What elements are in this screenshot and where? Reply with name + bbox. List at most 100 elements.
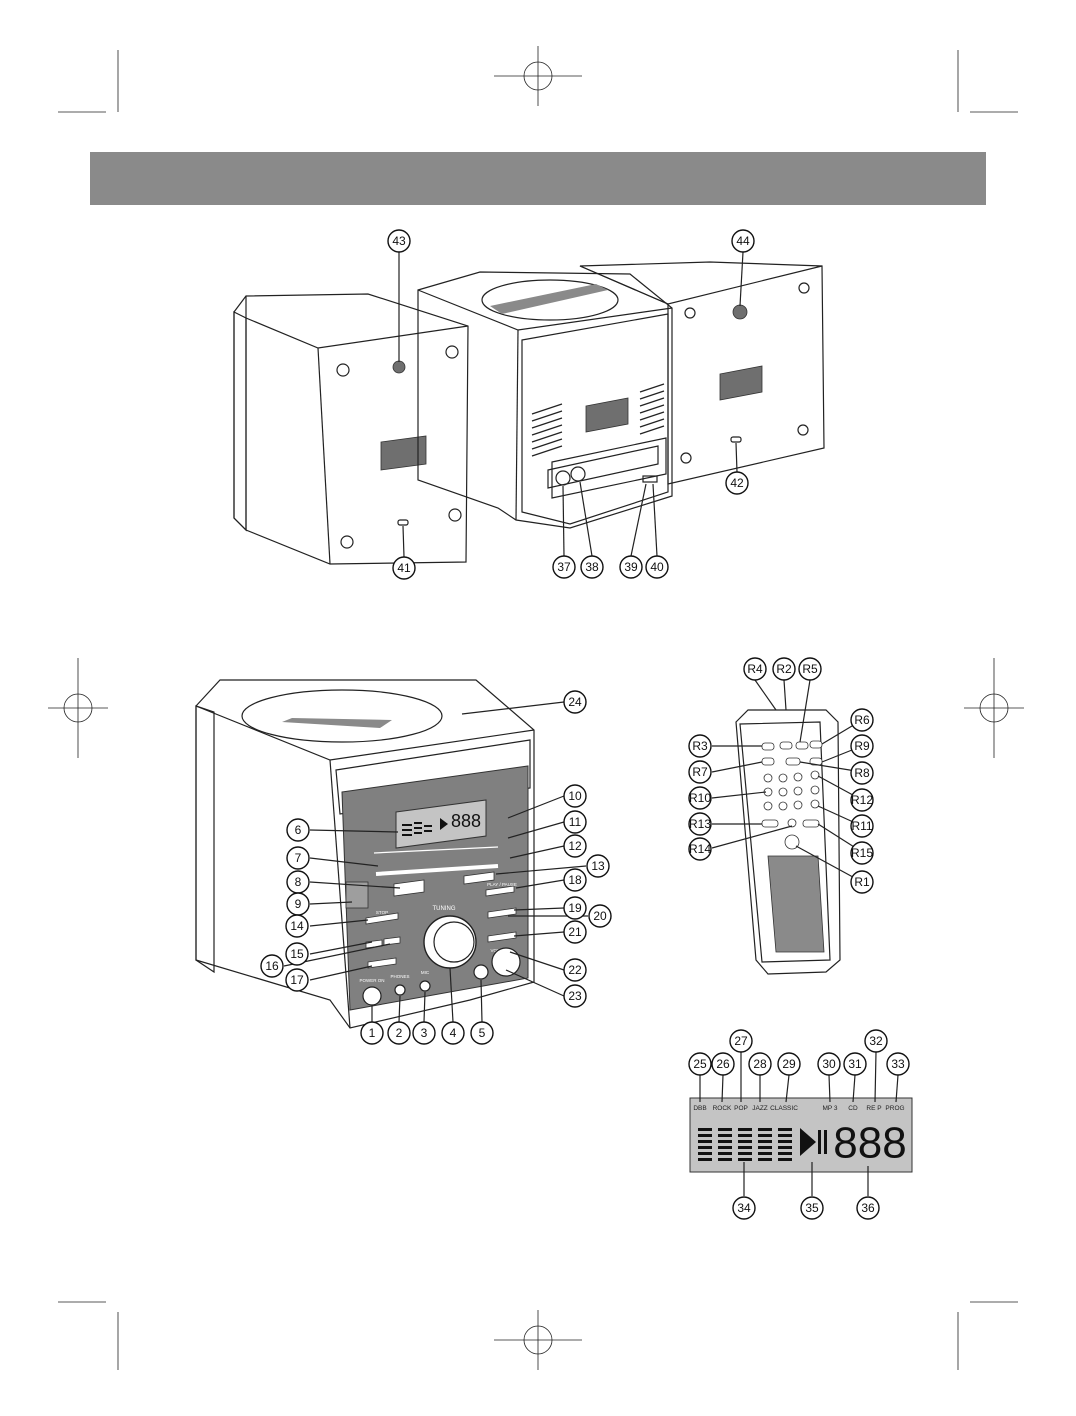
callout-25: 25 — [688, 1052, 712, 1076]
svg-text:23: 23 — [568, 989, 582, 1003]
callout-6: 6 — [286, 818, 310, 842]
tuning-knob[interactable] — [423, 915, 477, 969]
callout-2: 2 — [387, 1021, 411, 1045]
indicator-cd: CD — [848, 1105, 858, 1112]
callout-12: 12 — [563, 834, 587, 858]
indicator-pop: POP — [734, 1105, 748, 1112]
volume-knob[interactable] — [491, 947, 521, 977]
svg-text:5: 5 — [479, 1026, 486, 1040]
svg-text:17: 17 — [290, 973, 304, 987]
svg-text:R6: R6 — [854, 713, 870, 727]
registration-mark-top — [494, 46, 582, 106]
callout-7: 7 — [286, 846, 310, 870]
callout-36: 36 — [856, 1196, 880, 1220]
svg-text:11: 11 — [569, 815, 582, 829]
svg-text:R5: R5 — [802, 662, 818, 676]
callout-1: 1 — [360, 1021, 384, 1045]
callout-R5: R5 — [798, 657, 822, 681]
svg-text:29: 29 — [782, 1057, 796, 1071]
header-band — [90, 152, 986, 205]
callout-42: 42 — [725, 471, 749, 495]
svg-text:3: 3 — [421, 1026, 428, 1040]
callout-34: 34 — [732, 1196, 756, 1220]
callout-R10: R10 — [688, 786, 712, 810]
callout-R12: R12 — [850, 788, 874, 812]
stop-label: STOP — [376, 910, 388, 915]
svg-text:40: 40 — [650, 560, 664, 574]
callout-R15: R15 — [850, 841, 874, 865]
indicator-prog: PROG — [885, 1105, 904, 1112]
callout-44: 44 — [731, 229, 755, 253]
display-panel: DBB ROCK POP JAZZ CLASSIC MP 3 CD RE P P… — [689, 1097, 913, 1173]
svg-text:R9: R9 — [854, 739, 870, 753]
mic-level-knob[interactable] — [473, 964, 489, 980]
svg-text:10: 10 — [568, 789, 582, 803]
callout-22: 22 — [563, 958, 587, 982]
callout-17: 17 — [285, 968, 309, 992]
remote-control — [735, 709, 841, 975]
callout-18: 18 — [563, 868, 587, 892]
svg-text:R14: R14 — [689, 842, 711, 856]
svg-text:32: 32 — [869, 1034, 883, 1048]
callout-26: 26 — [711, 1052, 735, 1076]
play-pause-label: PLAY / PAUSE — [487, 882, 517, 887]
phones-label: PHONES — [390, 974, 409, 979]
svg-text:24: 24 — [568, 695, 582, 709]
rear-leader-lines — [398, 251, 744, 558]
svg-text:R13: R13 — [689, 817, 711, 831]
phones-jack[interactable] — [394, 984, 406, 996]
indicator-rep: RE P — [866, 1105, 881, 1112]
display-leader-lines — [699, 1051, 899, 1196]
callout-R7: R7 — [688, 760, 712, 784]
svg-text:R4: R4 — [747, 662, 763, 676]
callout-40: 40 — [645, 555, 669, 579]
callout-27: 27 — [729, 1029, 753, 1053]
callout-8: 8 — [286, 870, 310, 894]
svg-text:21: 21 — [568, 925, 582, 939]
svg-text:R3: R3 — [692, 739, 708, 753]
svg-text:8: 8 — [295, 875, 302, 889]
svg-text:9: 9 — [295, 897, 302, 911]
callout-9: 9 — [286, 892, 310, 916]
svg-text:36: 36 — [861, 1201, 875, 1215]
play-pause-icon — [800, 1128, 827, 1156]
svg-text:4: 4 — [450, 1026, 457, 1040]
mic-jack[interactable] — [419, 980, 431, 992]
callout-37: 37 — [552, 555, 576, 579]
vent-right — [639, 383, 665, 435]
indicator-dbb: DBB — [693, 1105, 706, 1112]
callout-R1: R1 — [850, 870, 874, 894]
svg-text:13: 13 — [591, 859, 605, 873]
callout-3: 3 — [412, 1021, 436, 1045]
callout-39: 39 — [619, 555, 643, 579]
callout-14: 14 — [285, 914, 309, 938]
vent-left — [531, 403, 563, 457]
callout-24: 24 — [563, 690, 587, 714]
svg-text:R1: R1 — [854, 875, 870, 889]
callout-R3: R3 — [688, 734, 712, 758]
tuning-label: TUNING — [433, 906, 456, 912]
registration-mark-left — [48, 658, 108, 758]
remote-button-grid[interactable] — [761, 740, 823, 850]
svg-text:34: 34 — [737, 1201, 751, 1215]
svg-text:19: 19 — [568, 901, 582, 915]
front-lcd: 888 — [395, 799, 487, 849]
callout-30: 30 — [817, 1052, 841, 1076]
callout-11: 11 — [563, 810, 587, 834]
svg-text:37: 37 — [557, 560, 571, 574]
svg-text:35: 35 — [805, 1201, 819, 1215]
indicator-mp3: MP 3 — [822, 1105, 837, 1112]
registration-mark-right — [964, 658, 1024, 758]
svg-text:43: 43 — [392, 234, 406, 248]
power-button[interactable] — [362, 986, 382, 1006]
callout-38: 38 — [580, 555, 604, 579]
svg-text:42: 42 — [730, 476, 744, 490]
callout-R8: R8 — [850, 761, 874, 785]
svg-text:27: 27 — [734, 1034, 748, 1048]
svg-text:41: 41 — [397, 561, 411, 575]
callout-R2: R2 — [772, 657, 796, 681]
svg-text:38: 38 — [585, 560, 599, 574]
callout-23: 23 — [563, 984, 587, 1008]
